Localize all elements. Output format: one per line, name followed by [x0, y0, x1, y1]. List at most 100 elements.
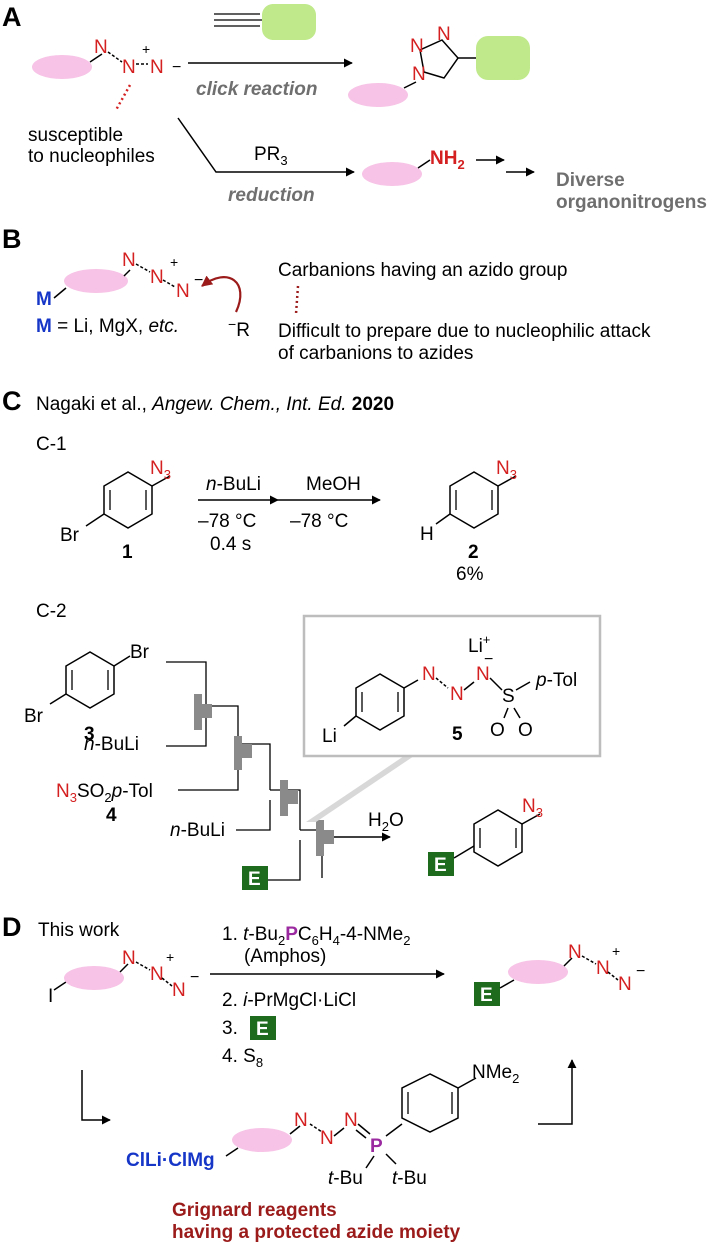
d-up-arrow: [538, 1059, 577, 1125]
m-definition: M = Li, MgX, etc.: [36, 316, 179, 337]
clli-clmg: ClLi·ClMg: [126, 1150, 215, 1171]
grignard-caption-1: Grignard reagents: [172, 1200, 337, 1221]
svg-text:−: −: [194, 272, 203, 289]
pr3-reagent: PR3: [254, 144, 288, 168]
r-anion: −R: [228, 316, 250, 341]
this-work-label: This work: [38, 920, 120, 941]
step-3: 3.: [222, 1018, 238, 1039]
c2-nbuli-1: n-BuLi: [84, 734, 139, 755]
amphos-label: (Amphos): [244, 946, 326, 967]
c1-temp-2: –78 °C: [290, 511, 348, 532]
c5-o2: O: [518, 720, 533, 741]
substrate-ellipse: [32, 55, 92, 79]
svg-text:N: N: [172, 980, 186, 1001]
electrophile-e-step3: E: [256, 1019, 269, 1040]
step-2: 2. i-PrMgCl·LiCl: [222, 990, 356, 1011]
svg-text:N: N: [150, 57, 164, 78]
svg-text:−: −: [172, 59, 181, 76]
section-b: B M N N N + − −R M = Li, MgX, etc. Carba…: [2, 224, 651, 364]
azide-group: N N N + −: [94, 37, 181, 78]
compound-5-label: 5: [452, 724, 463, 745]
c1-time: 0.4 s: [210, 534, 251, 555]
c2-product-azide: N3: [522, 796, 543, 820]
mixer-2: [234, 736, 252, 770]
svg-text:N: N: [344, 1110, 358, 1131]
section-a: A N N N + − susceptible to nucleophiles …: [2, 2, 707, 213]
difficulty-hash: [294, 285, 300, 315]
metal-M: M: [36, 289, 52, 310]
phosphorus-p: P: [370, 1136, 383, 1157]
mixer-3: [280, 780, 298, 816]
nucleophile-attack-hash: [114, 84, 132, 111]
electrophile-e-product: E: [434, 855, 447, 876]
svg-text:N: N: [150, 964, 164, 985]
intermediate-5-box: Li N N N Li+ − S O O p-Tol 5: [302, 614, 602, 822]
c2-product: E N3: [428, 796, 543, 876]
svg-text:N: N: [320, 1128, 334, 1149]
compound-3-label: 3: [84, 724, 95, 745]
compound-2-yield: 6%: [456, 564, 484, 585]
svg-text:N: N: [422, 664, 436, 685]
svg-text:+: +: [170, 254, 178, 270]
carbanion-text: Carbanions having an azido group: [278, 260, 567, 281]
section-d: D This work I N N N + − 1. t-Bu2PC6H4-4-…: [2, 912, 645, 1243]
carbanion-ellipse: [64, 269, 128, 293]
svg-text:N: N: [412, 64, 426, 85]
c3-br-bottom: Br: [24, 706, 44, 727]
grignard-caption-2: having a protected azide moiety: [172, 1222, 461, 1243]
c1-nbuli: n-BuLi: [206, 474, 261, 495]
c5-s: S: [502, 686, 515, 707]
green-group-box: [262, 4, 316, 40]
tbu-1: t-Bu: [328, 1168, 363, 1189]
azide-group-b: N N N + −: [122, 250, 203, 302]
azide-product: E N N N + −: [474, 942, 645, 1006]
h2o-reagent: H2O: [368, 810, 404, 834]
diverse-text-2: organonitrogens: [556, 192, 707, 213]
compound-1: N3 Br 1: [60, 458, 171, 563]
electrophile-box-c: [242, 866, 268, 890]
grignard-intermediate: ClLi·ClMg N N N P NMe2 t-Bu t-Bu: [126, 1062, 519, 1189]
svg-text:N: N: [437, 24, 451, 45]
difficulty-text-1: Difficult to prepare due to nucleophilic…: [278, 321, 651, 342]
svg-text:N: N: [294, 1110, 308, 1131]
svg-text:N: N: [176, 281, 190, 302]
svg-text:+: +: [612, 943, 620, 959]
susceptible-text-2: to nucleophiles: [28, 146, 155, 167]
svg-text:N: N: [476, 664, 490, 685]
c1-temp-1: –78 °C: [198, 511, 256, 532]
svg-text:−: −: [190, 969, 199, 986]
svg-text:N: N: [122, 250, 136, 271]
tbu-2: t-Bu: [392, 1168, 427, 1189]
citation: Nagaki et al., Angew. Chem., Int. Ed. 20…: [36, 394, 394, 415]
reduction-arrow: [177, 117, 355, 177]
section-b-label: B: [2, 224, 22, 254]
c3-br-top: Br: [130, 642, 150, 663]
compound-2: N3 H 2 6%: [420, 458, 517, 585]
compound-1-label: 1: [122, 542, 133, 563]
diverse-text-1: Diverse: [556, 170, 625, 191]
svg-text:+: +: [166, 949, 174, 965]
compound-3: Br Br 3: [24, 642, 150, 745]
section-a-label: A: [2, 2, 22, 32]
mixer-4: [316, 820, 334, 856]
c5-ptol: p-Tol: [535, 670, 577, 691]
svg-text:N: N: [150, 267, 164, 288]
section-c-label: C: [2, 386, 22, 416]
iodine-i: I: [48, 986, 53, 1007]
svg-text:N: N: [122, 948, 136, 969]
difficulty-text-2: of carbanions to azides: [278, 343, 473, 364]
c5-li-cation: Li+: [468, 632, 490, 657]
c2-nbuli-2: n-BuLi: [170, 820, 225, 841]
electrophile-e-d-product: E: [480, 985, 493, 1006]
iodide-substrate: I N N N + −: [48, 948, 199, 1007]
svg-text:+: +: [142, 41, 150, 57]
alkyne-reagent: [214, 4, 316, 40]
c2-label: C-2: [36, 601, 67, 622]
mixer-1: [194, 694, 212, 730]
svg-text:N: N: [568, 942, 582, 963]
step-4: 4. S8: [222, 1046, 263, 1070]
reduction-label: reduction: [228, 185, 315, 206]
svg-text:N: N: [122, 57, 136, 78]
click-reaction-label: click reaction: [196, 79, 317, 100]
